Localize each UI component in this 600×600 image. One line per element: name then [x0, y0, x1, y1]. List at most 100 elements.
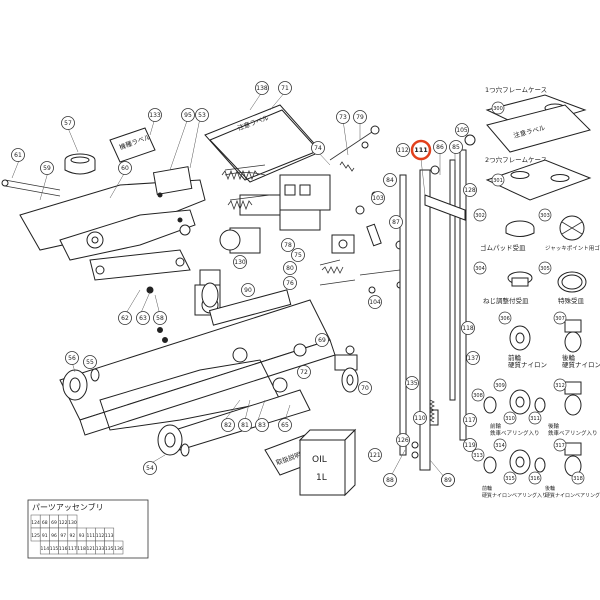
right-callout-305: 305 — [538, 261, 552, 275]
callout-58: 58 — [153, 311, 167, 325]
lift-arm-frame — [19, 166, 206, 281]
callout-number: 79 — [356, 114, 364, 121]
callout-circle — [498, 311, 512, 325]
callout-61: 61 — [11, 148, 25, 162]
front-wheels — [62, 368, 190, 457]
callout-number: 138 — [256, 85, 268, 92]
pump-unit — [219, 164, 331, 254]
assembly-cell-text: 96 — [51, 533, 57, 539]
callout-circle — [405, 376, 419, 390]
rear-wheel-bearing-label: 後輪鉄車ベアリング入り — [548, 422, 598, 437]
highlighted-callout[interactable]: 111 — [410, 139, 432, 161]
callout-number: 88 — [386, 477, 394, 484]
assembly-cell-text: 133 — [96, 546, 105, 552]
callout-130: 130 — [233, 255, 247, 269]
handle-tubes — [399, 134, 476, 471]
rear-wheel-urethane-label: 後輪硬質ナイロンベアリング入り — [545, 485, 600, 499]
callout-number: 59 — [43, 165, 51, 172]
callout-110: 110 — [413, 411, 427, 425]
callout-number: 65 — [281, 422, 289, 429]
callout-circle — [473, 208, 487, 222]
name-label-card: 機種ラベル — [109, 127, 156, 163]
right-callout-311: 311 — [528, 411, 542, 425]
callout-number: 315 — [505, 476, 515, 482]
callout-number: 306 — [500, 316, 510, 322]
right-callout-318: 318 — [571, 471, 585, 485]
screw-adjust-label: ねじ調整付受皿 — [483, 296, 529, 305]
callout-circle — [291, 248, 305, 262]
callout-circle — [136, 311, 150, 325]
oil-volume: 1L — [316, 473, 327, 483]
front-wheel-nylon-label: 前輪硬質ナイロン — [508, 353, 547, 369]
callout-circle — [503, 411, 517, 425]
callout-number: 61 — [14, 152, 22, 159]
callout-circle — [383, 473, 397, 487]
callout-number: 63 — [139, 315, 147, 322]
chassis-frame — [59, 284, 336, 451]
right-callout-315: 315 — [503, 471, 517, 485]
callout-105: 105 — [455, 123, 469, 137]
callout-number: 95 — [184, 112, 192, 119]
callout-83: 83 — [255, 418, 269, 432]
saddle-cap — [64, 153, 96, 175]
callout-circle — [281, 238, 295, 252]
callout-number: 316 — [530, 476, 540, 482]
callout-number: 308 — [473, 393, 483, 399]
callout-number: 301 — [493, 178, 503, 184]
assembly-cell-text: 93 — [79, 533, 85, 539]
callout-circle — [241, 283, 255, 297]
callout-59: 59 — [40, 161, 54, 175]
callout-number: 75 — [294, 252, 302, 259]
assembly-title: パーツアッセンブリ — [32, 502, 104, 512]
callout-circle — [148, 108, 162, 122]
callout-number: 317 — [555, 443, 565, 449]
callout-circle — [473, 261, 487, 275]
callout-number: 104 — [369, 299, 381, 306]
callout-number: 318 — [573, 476, 583, 482]
callout-number: 62 — [121, 315, 129, 322]
callout-number: 126 — [397, 437, 409, 444]
right-callout-309: 309 — [493, 378, 507, 392]
callout-circle — [255, 81, 269, 95]
callout-85: 85 — [449, 140, 463, 154]
oil-label: OIL — [312, 455, 327, 465]
right-callout-317: 317 — [553, 438, 567, 452]
callout-104: 104 — [368, 295, 382, 309]
warning-label-card: 注意ラベル — [204, 104, 321, 183]
callout-number: 105 — [456, 127, 468, 134]
callout-84: 84 — [383, 173, 397, 187]
callout-95: 95 — [181, 108, 195, 122]
callout-number: 112 — [397, 147, 409, 154]
frame-case-1-label: 1つ穴フレームケース — [485, 85, 547, 94]
callout-number: 311 — [530, 416, 540, 422]
callout-53: 53 — [195, 108, 209, 122]
callout-112: 112 — [396, 143, 410, 157]
callout-number: 119 — [464, 442, 476, 449]
assembly-cell-text: 121 — [87, 546, 96, 552]
callout-number: 89 — [444, 477, 452, 484]
callout-90: 90 — [241, 283, 255, 297]
assembly-cell-text: 69 — [51, 520, 57, 526]
oil-can: OIL 1L — [298, 428, 357, 497]
callout-number: 117 — [464, 417, 476, 424]
callout-74: 74 — [311, 141, 325, 155]
callout-circle — [195, 108, 209, 122]
callout-circle — [553, 438, 567, 452]
callout-82: 82 — [221, 418, 235, 432]
rubber-pad-label: ゴムパッド受皿 — [480, 243, 526, 252]
right-callout-313: 313 — [471, 448, 485, 462]
assembly-cell-text: 117 — [68, 546, 77, 552]
callout-number: 312 — [555, 383, 565, 389]
assembly-cell-text: 111 — [87, 533, 96, 539]
callout-circle — [463, 413, 477, 427]
callout-number: 84 — [386, 177, 394, 184]
assembly-cell-text: 114 — [41, 546, 50, 552]
callout-54: 54 — [143, 461, 157, 475]
callout-number: 74 — [314, 145, 322, 152]
callout-86: 86 — [433, 140, 447, 154]
callout-number: 135 — [406, 380, 418, 387]
callout-118: 118 — [461, 321, 475, 335]
callout-circle — [455, 123, 469, 137]
callout-circle — [221, 418, 235, 432]
